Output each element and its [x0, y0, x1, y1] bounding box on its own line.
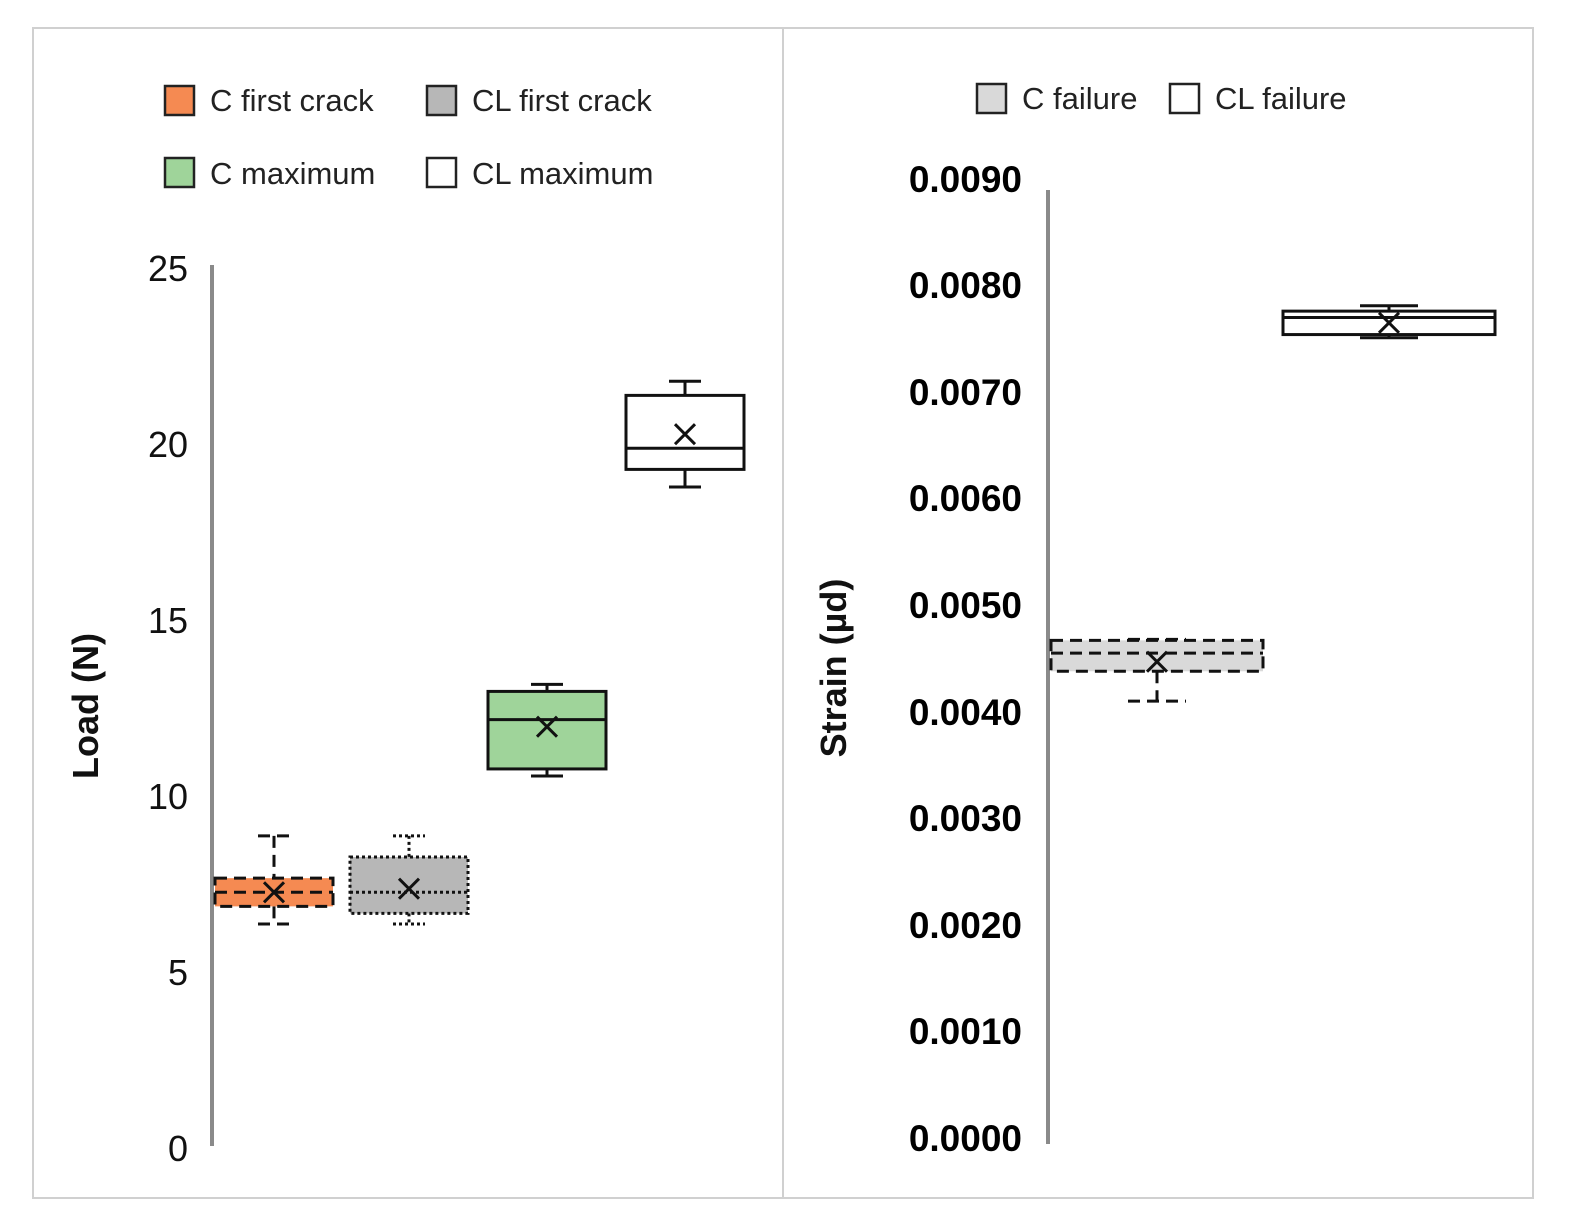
legend-swatch-c-first-crack: [163, 84, 196, 117]
strain-tick-label: 0.0020: [909, 905, 1022, 946]
strain-axis-title: Strain (µd): [813, 579, 854, 758]
strain-tick-label: 0.0000: [909, 1118, 1022, 1159]
load-tick-label: 15: [148, 600, 188, 641]
mean-marker-c-failure: [1145, 650, 1169, 673]
legend-swatch-cl-failure: [1168, 82, 1201, 115]
legend-label-cl-failure: CL failure: [1215, 81, 1347, 116]
legend-swatch-c-failure: [975, 82, 1008, 115]
strain-tick-label: 0.0080: [909, 265, 1022, 306]
box-cl-first-crack: [348, 855, 470, 915]
strain-tick-label: 0.0030: [909, 798, 1022, 839]
strain-legend: C failure CL failure: [975, 81, 1347, 116]
load-tick-label: 10: [148, 776, 188, 817]
load-panel-frame: [32, 27, 784, 1199]
mean-marker-cl-failure: [1377, 311, 1401, 334]
mean-marker-cl-maximum: [673, 423, 697, 446]
strain-panel: C failure CL failure 0.0000 0.0010 0.002…: [782, 27, 1534, 1199]
strain-y-ticks: 0.0000 0.0010 0.0020 0.0030 0.0040 0.005…: [909, 159, 1022, 1159]
load-boxes: [213, 379, 746, 926]
box-c-maximum: [486, 689, 608, 771]
mean-marker-c-first-crack: [262, 881, 286, 904]
strain-tick-label: 0.0050: [909, 585, 1022, 626]
load-panel: C first crack CL first crack C maximum C…: [32, 27, 784, 1199]
box-c-failure: [1049, 638, 1265, 673]
strain-tick-label: 0.0040: [909, 692, 1022, 733]
legend-swatch-c-maximum: [163, 156, 196, 189]
load-legend: C first crack CL first crack C maximum C…: [163, 83, 653, 191]
legend-label-c-maximum: C maximum: [210, 156, 375, 191]
load-tick-label: 20: [148, 424, 188, 465]
strain-tick-label: 0.0070: [909, 372, 1022, 413]
strain-panel-frame: [782, 27, 1534, 1199]
load-tick-label: 5: [168, 952, 188, 993]
strain-tick-label: 0.0060: [909, 478, 1022, 519]
load-axis-title: Load (N): [65, 633, 106, 779]
mean-marker-cl-first-crack: [397, 877, 421, 900]
legend-label-c-first-crack: C first crack: [210, 83, 374, 118]
load-tick-label: 25: [148, 248, 188, 289]
load-tick-label: 0: [168, 1128, 188, 1169]
legend-label-cl-first-crack: CL first crack: [472, 83, 652, 118]
legend-label-cl-maximum: CL maximum: [472, 156, 653, 191]
legend-swatch-cl-first-crack: [425, 84, 458, 117]
mean-marker-c-maximum: [535, 715, 559, 738]
strain-boxes: [1049, 304, 1497, 703]
strain-tick-label: 0.0010: [909, 1011, 1022, 1052]
strain-tick-label: 0.0090: [909, 159, 1022, 200]
legend-label-c-failure: C failure: [1022, 81, 1137, 116]
legend-swatch-cl-maximum: [425, 156, 458, 189]
load-y-ticks: 0 5 10 15 20 25: [148, 248, 188, 1169]
